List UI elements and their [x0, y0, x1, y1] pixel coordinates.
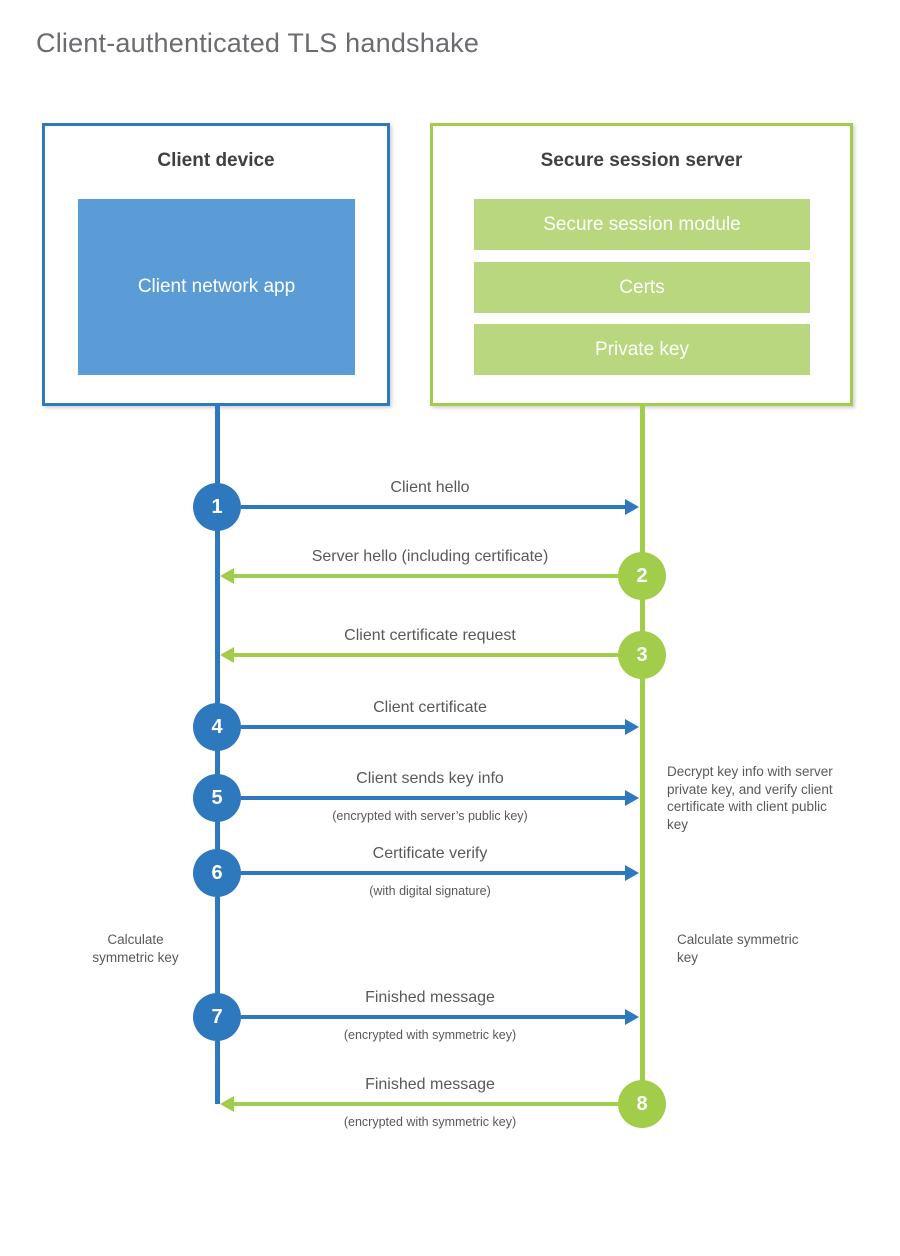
server-lifeline — [640, 406, 645, 1106]
step-4-arrow-line — [241, 725, 625, 729]
step-5-badge: 5 — [193, 774, 241, 822]
page-title: Client-authenticated TLS handshake — [36, 28, 480, 58]
step-4-badge: 4 — [193, 703, 241, 751]
step-4-arrowhead-icon — [625, 719, 639, 735]
step-7-arrowhead-icon — [625, 1009, 639, 1025]
step-8-arrow-line — [234, 1102, 618, 1106]
step-6-sublabel: (with digital signature) — [369, 884, 491, 898]
step-5-sublabel: (encrypted with server’s public key) — [332, 809, 528, 823]
step-3-badge: 3 — [618, 631, 666, 679]
step-8-label: Finished message — [365, 1076, 495, 1093]
step-3-arrowhead-icon — [220, 647, 234, 663]
decrypt-key-note: Decrypt key info with server private key… — [667, 764, 833, 832]
step-6-badge: 6 — [193, 849, 241, 897]
step-7-badge: 7 — [193, 993, 241, 1041]
step-7-sublabel: (encrypted with symmetric key) — [343, 1028, 517, 1042]
step-8-arrowhead-icon — [220, 1096, 234, 1112]
calculate-symmetric-key-note-server: Calculate symmetric key — [677, 932, 799, 965]
step-6-arrow-line — [241, 871, 625, 875]
client-network-app-label: Client network app — [137, 276, 296, 297]
step-1-arrowhead-icon — [625, 499, 639, 515]
step-1-arrow-line — [241, 505, 625, 509]
step-8-sublabel: (encrypted with symmetric key) — [343, 1115, 517, 1129]
client-device-heading: Client device — [157, 150, 275, 171]
server-module-secure-session-module: Secure session module — [474, 199, 810, 250]
client-lifeline — [215, 406, 220, 1104]
step-2-arrowhead-icon — [220, 568, 234, 584]
step-6-arrowhead-icon — [625, 865, 639, 881]
calculate-symmetric-key-note-client: Calculate symmetric key — [92, 932, 179, 965]
step-1-badge: 1 — [193, 483, 241, 531]
step-8-badge: 8 — [618, 1080, 666, 1128]
step-2-label: Server hello (including certificate) — [311, 548, 549, 565]
client-network-app-box: Client network app — [78, 199, 355, 375]
step-7-label: Finished message — [365, 989, 495, 1006]
client-device-box: Client device Client network app — [42, 123, 390, 406]
step-3-arrow-line — [234, 653, 618, 657]
step-4-label: Client certificate — [373, 699, 487, 716]
step-6-label: Certificate verify — [372, 845, 488, 862]
step-5-label: Client sends key info — [356, 770, 504, 787]
secure-session-server-box: Secure session server Secure session mod… — [430, 123, 853, 406]
step-3-label: Client certificate request — [344, 627, 516, 644]
step-2-arrow-line — [234, 574, 618, 578]
secure-session-server-heading: Secure session server — [540, 150, 743, 171]
step-5-arrowhead-icon — [625, 790, 639, 806]
step-5-arrow-line — [241, 796, 625, 800]
step-7-arrow-line — [241, 1015, 625, 1019]
step-2-badge: 2 — [618, 552, 666, 600]
server-module-certs: Certs — [474, 262, 810, 313]
server-module-private-key: Private key — [474, 324, 810, 375]
step-1-label: Client hello — [390, 479, 470, 496]
